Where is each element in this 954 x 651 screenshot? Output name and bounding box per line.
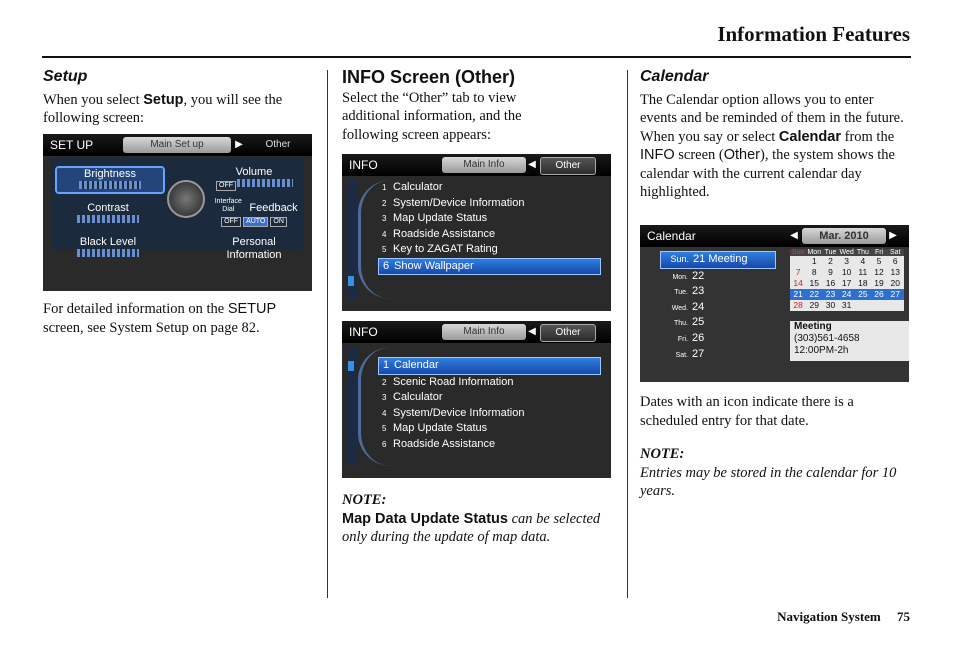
list-item: Tue.23 — [674, 285, 705, 298]
info-heading: INFO Screen (Other) — [342, 67, 516, 87]
calendar-day-list: Sun.21 Meeting Mon.22 Tue.23 Wed.24 Thu.… — [660, 251, 776, 362]
setup-screen-image: SET UP Main Set up ▶ Other Brightness Vo… — [43, 134, 312, 291]
info-column: INFO Screen (Other) Select the “Other” t… — [342, 68, 614, 144]
list-item-selected: Sun.21 Meeting — [660, 251, 776, 269]
list-item: Thu.25 — [673, 316, 705, 329]
calendar-paragraph: The Calendar option allows you to enter … — [640, 91, 904, 201]
calendar-note: NOTE: Entries may be stored in the calen… — [640, 446, 897, 499]
calendar-screen-image: Calendar ◀ Mar. 2010 ▶ Sun.21 Meeting Mo… — [640, 225, 909, 382]
column-divider — [327, 70, 328, 598]
page-header-title: Information Features — [717, 22, 910, 46]
dial-icon — [167, 180, 205, 218]
list-item: Mon.22 — [672, 269, 705, 282]
calendar-heading: Calendar — [640, 68, 709, 85]
calendar-column: Calendar The Calendar option allows you … — [640, 68, 910, 202]
setup-paragraph: When you select Setup, you will see the … — [43, 91, 283, 127]
setup-screen-bar: SET UP Main Set up ▶ Other — [43, 134, 312, 156]
column-divider — [627, 70, 628, 598]
info-note: NOTE: Map Data Update Status can be sele… — [342, 492, 601, 545]
list-item: Wed.24 — [671, 300, 705, 313]
page-footer: Navigation System 75 — [777, 609, 910, 624]
info-paragraph: Select the “Other” tab to view additiona… — [342, 89, 522, 143]
calendar-dates-paragraph: Dates with an icon indicate there is a s… — [640, 394, 854, 429]
list-item: Sat.27 — [675, 347, 705, 360]
setup-heading: Setup — [43, 68, 88, 85]
setup-column: Setup When you select Setup, you will se… — [43, 68, 315, 128]
list-item: Fri.26 — [677, 331, 705, 344]
calendar-event-detail: Meeting (303)561-4658 12:00PM-2h — [790, 321, 909, 361]
header-rule — [42, 56, 911, 58]
